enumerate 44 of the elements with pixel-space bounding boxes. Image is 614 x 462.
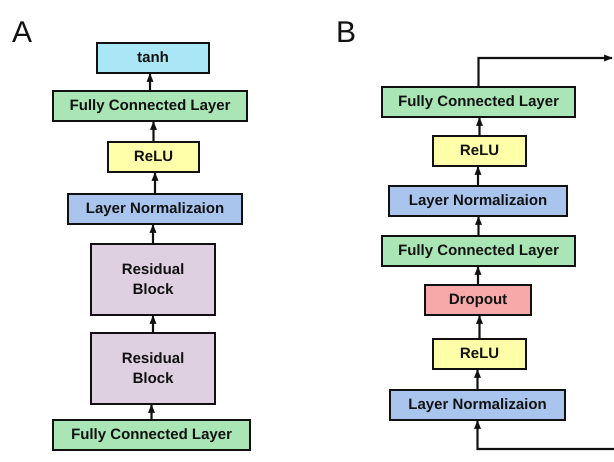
- box-label: ReLU: [460, 141, 500, 161]
- panel-label: B: [336, 18, 356, 48]
- arrow: [146, 73, 154, 90]
- box-label: Layer Normalizaion: [408, 395, 547, 415]
- block-box: [90, 243, 216, 316]
- arrow: [149, 224, 157, 243]
- box-label: ReLU: [134, 147, 174, 167]
- layer-box: [424, 284, 532, 316]
- arrow: [477, 54, 613, 86]
- layer-box: [52, 419, 251, 451]
- box-label: Fully Connected Layer: [70, 96, 230, 116]
- layer-box: [381, 235, 576, 267]
- box-label: Fully Connected Layer: [398, 92, 559, 112]
- layer-box: [67, 193, 243, 225]
- activation-box: [96, 42, 210, 74]
- activation-box: [432, 135, 527, 167]
- arrow: [476, 117, 484, 135]
- arrow: [474, 369, 482, 389]
- arrow: [148, 404, 156, 419]
- arrow: [150, 121, 158, 141]
- layer-box: [381, 86, 576, 118]
- box-label: tanh: [137, 48, 169, 68]
- box-label: Residual Block: [120, 260, 186, 299]
- layer-box: [52, 90, 248, 122]
- arrow: [151, 172, 159, 193]
- layer-box: [389, 389, 566, 421]
- arrow: [474, 166, 482, 185]
- panel-label: A: [12, 18, 32, 48]
- box-label: Fully Connected Layer: [71, 425, 232, 445]
- arrow: [474, 216, 482, 235]
- arrow: [474, 266, 482, 284]
- block-box: [90, 332, 216, 405]
- arrow: [476, 315, 484, 338]
- activation-box: [432, 338, 527, 370]
- layer-box: [388, 185, 568, 217]
- activation-box: [107, 141, 200, 173]
- arrow: [149, 315, 157, 332]
- arrow: [474, 420, 614, 450]
- box-label: Dropout: [448, 290, 508, 310]
- box-label: Residual Block: [120, 349, 186, 388]
- box-label: Layer Normalizaion: [408, 191, 548, 211]
- box-label: Fully Connected Layer: [398, 241, 559, 261]
- box-label: Layer Normalizaion: [86, 199, 224, 219]
- box-label: ReLU: [460, 344, 500, 364]
